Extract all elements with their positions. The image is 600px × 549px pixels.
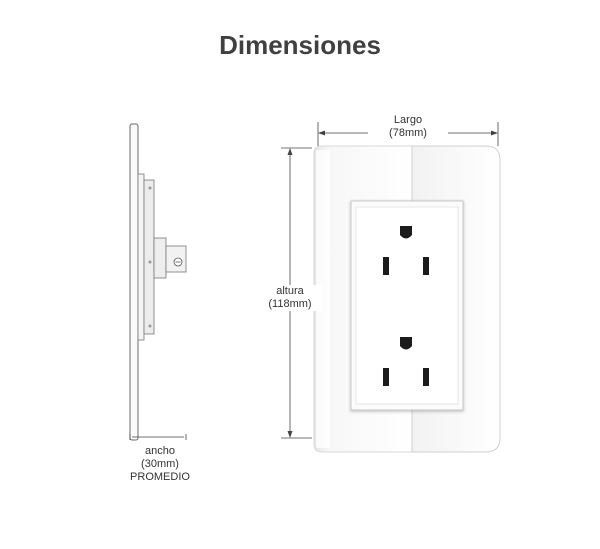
slot-left <box>383 257 389 275</box>
altura-label: altura (118mm) <box>258 285 322 311</box>
ancho-value: (30mm) <box>141 458 179 470</box>
largo-value: (78mm) <box>389 127 427 139</box>
outlet-bottom <box>383 337 429 386</box>
outlet-top <box>383 226 429 275</box>
altura-name: altura <box>276 285 304 297</box>
ancho-label: ancho (30mm) PROMEDIO <box>110 445 210 484</box>
ancho-note: PROMEDIO <box>130 471 190 483</box>
duplex-receptacle <box>350 200 464 411</box>
slot-right <box>423 257 429 275</box>
altura-value: (118mm) <box>268 298 312 310</box>
ancho-name: ancho <box>145 445 175 457</box>
largo-label: Largo (78mm) <box>368 114 448 140</box>
side-profile <box>129 123 187 441</box>
socket-back <box>153 237 167 279</box>
largo-name: Largo <box>393 114 423 126</box>
plate-edge <box>129 123 139 441</box>
ground-slot-icon <box>400 226 412 239</box>
socket-body-side <box>143 179 155 335</box>
slot-right <box>423 368 429 386</box>
frame-edge <box>137 173 145 341</box>
page-title: Dimensiones <box>219 30 381 60</box>
slot-left <box>383 368 389 386</box>
ground-slot-icon <box>400 337 412 350</box>
